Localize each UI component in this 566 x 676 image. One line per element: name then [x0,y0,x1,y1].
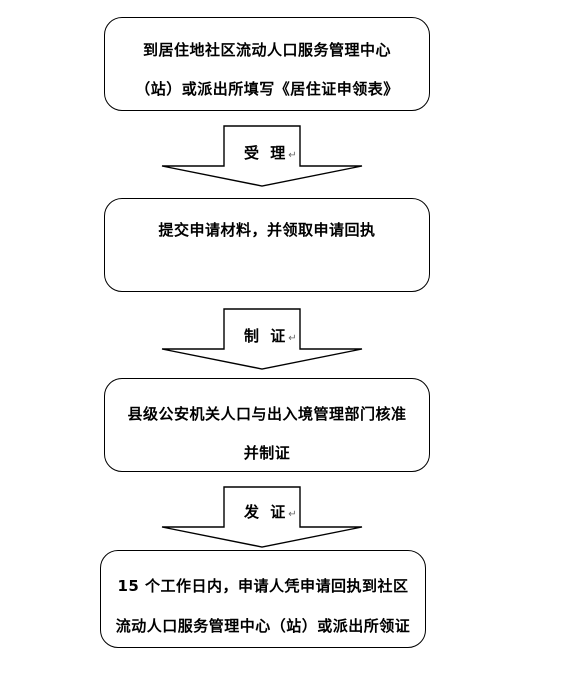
step-1-line-2: （站）或派出所填写《居住证申领表》 [135,80,399,98]
paragraph-mark-icon: ↵ [288,333,297,344]
arrow-2-label-text: 制 证 [244,327,289,345]
paragraph-mark-icon: ↵ [288,509,297,520]
step-4-box: 15 个工作日内，申请人凭申请回执到社区 流动人口服务管理中心（站）或派出所领证 [100,550,426,648]
arrow-3-label-text: 发 证 [244,503,289,521]
step-2-line-1: 提交申请材料，并领取申请回执 [158,221,376,239]
arrow-1-label-text: 受 理 [244,144,289,162]
step-1-line-1: 到居住地社区流动人口服务管理中心 [142,41,391,59]
step-2-box: 提交申请材料，并领取申请回执 [104,198,430,292]
step-3-box: 县级公安机关人口与出入境管理部门核准 并制证 [104,378,430,472]
step-3-line-1: 县级公安机关人口与出入境管理部门核准 [127,405,407,423]
step-1-box: 到居住地社区流动人口服务管理中心 （站）或派出所填写《居住证申领表》 [104,17,430,111]
step-4-line-2: 流动人口服务管理中心（站）或派出所领证 [115,617,411,635]
arrow-1-label: 受 理↵ [244,142,297,163]
paragraph-mark-icon: ↵ [288,150,297,161]
arrow-2-label: 制 证↵ [244,325,297,346]
step-3-line-2: 并制证 [243,444,291,462]
step-4-line-1: 15 个工作日内，申请人凭申请回执到社区 [117,577,409,595]
arrow-3-label: 发 证↵ [244,501,297,522]
